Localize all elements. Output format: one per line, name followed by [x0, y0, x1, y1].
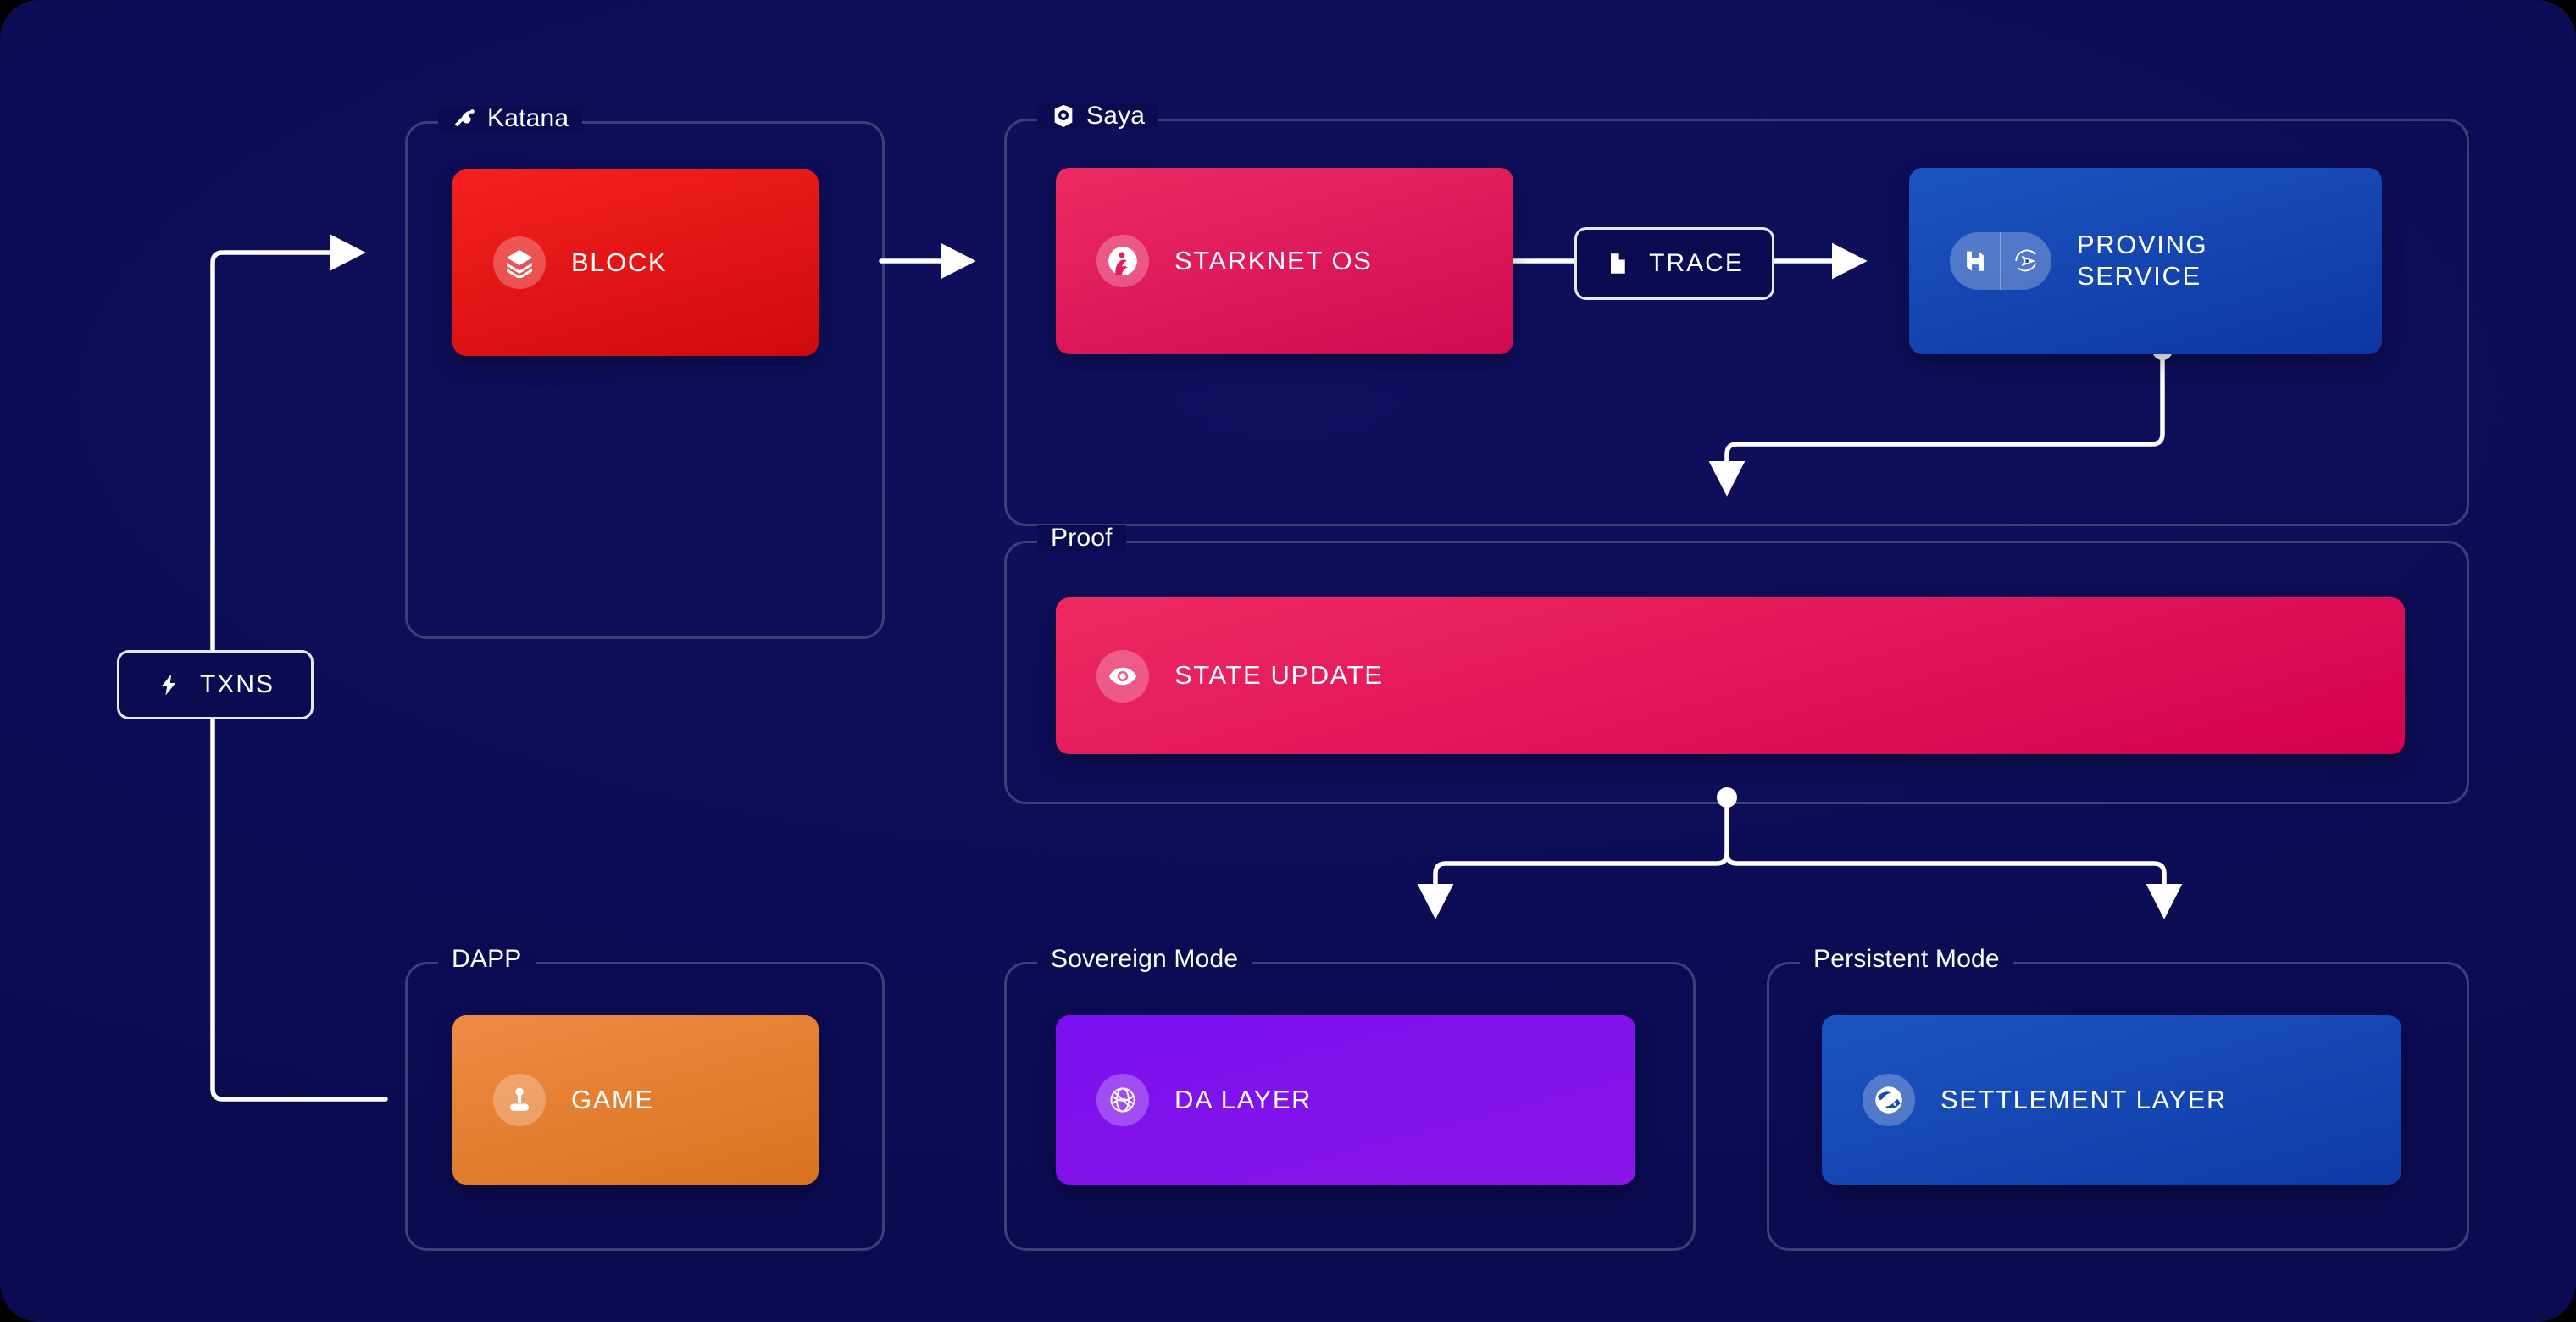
group-persistent-mode: Persistent Mode — [1767, 947, 2469, 1251]
herodotus-and-starknet-icons — [1950, 232, 2051, 290]
pill-txns-label: TXNS — [199, 670, 275, 698]
node-settlement-layer[interactable]: SETTLEMENT LAYER — [1822, 1015, 2401, 1185]
connector-proof-to-persistent-mode — [1724, 851, 2183, 919]
node-da-layer-label: DA LAYER — [1174, 1084, 1313, 1114]
connector-source-dot-proof — [1717, 787, 1737, 808]
connector-txns-to-block — [210, 234, 366, 653]
group-katana-label: Katana — [487, 104, 569, 132]
group-sovereign-mode: Sovereign Mode — [1004, 947, 1696, 1251]
lightning-bolt-icon — [156, 672, 181, 697]
node-starknet-os[interactable]: STARKNET OS — [1056, 168, 1513, 354]
group-saya: Saya — [1004, 103, 2469, 526]
group-persistent-mode-label: Persistent Mode — [1813, 945, 2000, 973]
group-proof-label: Proof — [1051, 524, 1113, 552]
document-icon — [1605, 251, 1630, 276]
connector-txns-to-game — [210, 712, 388, 1102]
eye-icon — [1096, 649, 1149, 703]
saya-logo-icon — [1051, 103, 1076, 129]
icon-divider — [2000, 232, 2001, 290]
group-persistent-label-wrap: Persistent Mode — [1800, 947, 2013, 972]
joystick-icon — [493, 1074, 546, 1126]
node-da-layer[interactable]: DA LAYER — [1056, 1015, 1635, 1185]
connector-proving-service-to-proof — [1708, 352, 2165, 497]
layers-icon — [493, 236, 546, 289]
group-sovereign-label-wrap: Sovereign Mode — [1037, 947, 1252, 972]
group-katana: Katana — [405, 106, 885, 639]
pill-trace[interactable]: TRACE — [1574, 227, 1774, 300]
node-starknet-os-label: STARKNET OS — [1174, 245, 1373, 275]
group-dapp-label-wrap: DAPP — [438, 947, 536, 972]
node-proving-service-label: PROVING SERVICE — [2077, 230, 2208, 291]
connector-proof-to-sovereign-mode — [1417, 797, 1729, 919]
group-dapp-label: DAPP — [452, 945, 522, 973]
starknet-icon — [2001, 232, 2051, 290]
node-block-label: BLOCK — [571, 247, 668, 277]
node-state-update[interactable]: STATE UPDATE — [1056, 597, 2405, 754]
node-block[interactable]: BLOCK — [452, 169, 819, 356]
katana-logo-icon — [452, 106, 477, 131]
node-game[interactable]: GAME — [452, 1015, 819, 1185]
group-sovereign-mode-label: Sovereign Mode — [1051, 945, 1239, 973]
starknet-os-icon — [1096, 235, 1149, 287]
node-game-label: GAME — [571, 1084, 654, 1114]
node-settlement-layer-label: SETTLEMENT LAYER — [1940, 1084, 2227, 1114]
group-proof: Proof — [1004, 525, 2469, 804]
starknet-icon — [1863, 1074, 1915, 1126]
group-saya-label-wrap: Saya — [1037, 102, 1159, 130]
pill-txns[interactable]: TXNS — [117, 650, 314, 719]
celestia-icon — [1096, 1074, 1149, 1126]
herodotus-icon — [1950, 232, 2000, 290]
group-dapp: DAPP — [405, 947, 885, 1251]
group-proof-label-wrap: Proof — [1037, 525, 1126, 551]
node-proving-service[interactable]: PROVING SERVICE — [1909, 168, 2382, 354]
node-state-update-label: STATE UPDATE — [1174, 660, 1384, 691]
group-katana-label-wrap: Katana — [438, 104, 583, 132]
pill-trace-label: TRACE — [1649, 249, 1744, 277]
group-saya-label: Saya — [1086, 102, 1146, 130]
